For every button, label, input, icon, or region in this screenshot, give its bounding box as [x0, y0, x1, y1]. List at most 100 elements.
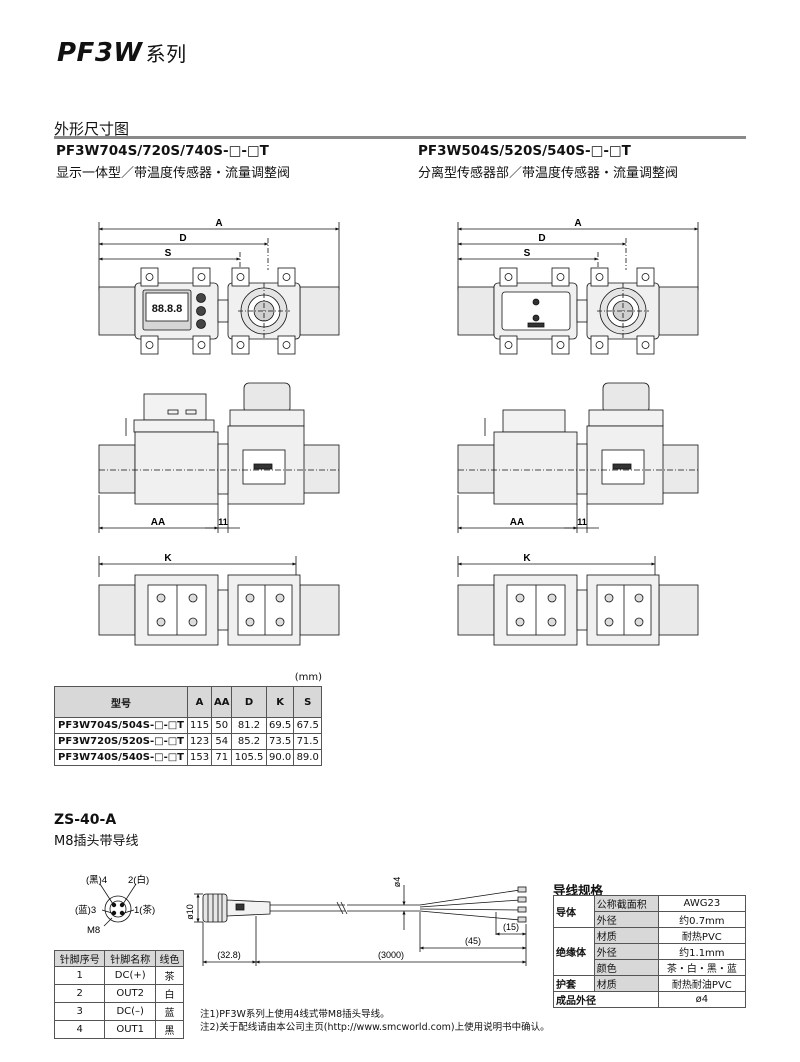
m8-label: M8 [87, 925, 100, 936]
cell-D: 81.2 [231, 717, 267, 734]
table-row: 外径 约0.7mm [554, 911, 747, 928]
cell-AA: 50 [211, 717, 233, 734]
table-row: 2 OUT2 白 [53, 984, 185, 1003]
dim-32-8: (32.8) [217, 950, 241, 960]
cell-pin-no: 1 [53, 966, 106, 985]
cell-pin-no: 4 [53, 1020, 106, 1039]
right-front-view [457, 382, 699, 533]
cell-pin-name: OUT2 [104, 984, 156, 1003]
cell-K: 73.5 [265, 733, 295, 750]
note-1: 注1)PF3W系列上使用4线式带M8插头导线。 [200, 1009, 390, 1020]
attr-conductor-od: 外径 [593, 911, 659, 928]
cell-S: 89.0 [293, 749, 322, 766]
left-dim-S: S [165, 248, 172, 259]
right-dim-AA: AA [510, 517, 524, 528]
col-D: D [231, 686, 267, 718]
group-conductor: 导体 [553, 895, 595, 928]
left-dim-11: 11 [218, 517, 228, 527]
spec-table: 导体 公称截面积 AWG23 外径 约0.7mm 绝缘体 材质 耐热PVC 外径… [553, 895, 747, 1008]
cell-pin-name: DC(–) [104, 1002, 156, 1021]
table-row: 4 OUT1 黑 [53, 1020, 185, 1039]
cell-D: 85.2 [231, 733, 267, 750]
val-color: 茶・白・黑・蓝 [657, 959, 747, 976]
cell-AA: 54 [211, 733, 233, 750]
cell-wire-color: 白 [154, 984, 185, 1003]
val-sheath-material: 耐热耐油PVC [657, 975, 747, 992]
right-dim-A: A [574, 218, 581, 229]
pin-table-header: 针脚序号 针脚名称 线色 [53, 950, 185, 967]
cell-K: 69.5 [265, 717, 295, 734]
cell-D: 105.5 [231, 749, 267, 766]
right-dim-11: 11 [577, 517, 587, 527]
cell-S: 71.5 [293, 733, 322, 750]
attr-color: 颜色 [593, 959, 659, 976]
series-code: PF3W [57, 38, 143, 68]
left-dim-K: K [164, 553, 172, 564]
cell-A: 115 [186, 717, 213, 734]
note-2: 注2)关于配线请由本公司主页(http://www.smcworld.com)上… [200, 1022, 550, 1033]
cell-S: 67.5 [293, 717, 322, 734]
attr-insulator-material: 材质 [593, 927, 659, 944]
left-bottom-view [98, 556, 340, 646]
table-row: 导体 公称截面积 AWG23 [553, 895, 747, 928]
left-dim-digits: 88.8.8 [152, 303, 183, 315]
right-model-title: PF3W504S/520S/540S-□-□T [418, 143, 631, 159]
pin3-label: (蓝)3 [75, 904, 96, 916]
series-suffix: 系列 [145, 42, 187, 66]
table-row: PF3W704S/504S-□-□T 115 50 81.2 69.5 67.5 [54, 717, 322, 734]
pin1-label: 1(茶) [134, 904, 155, 916]
val-insulator-material: 耐热PVC [657, 927, 747, 944]
zs-title: ZS-40-A [54, 812, 117, 828]
col-model: 型号 [54, 686, 188, 718]
left-front-view [98, 382, 340, 533]
section-title: 外形尺寸图 [54, 120, 130, 138]
val-conductor-od: 约0.7mm [657, 911, 747, 928]
table-row: 绝缘体 材质 耐热PVC [553, 927, 747, 976]
group-insulator: 绝缘体 [553, 927, 595, 976]
col-K: K [265, 686, 295, 718]
left-model-title: PF3W704S/720S/740S-□-□T [56, 143, 269, 159]
right-dim-D: D [538, 233, 545, 244]
cell-pin-name: OUT1 [104, 1020, 156, 1039]
cell-wire-color: 蓝 [154, 1002, 185, 1021]
cell-wire-color: 茶 [154, 966, 185, 985]
dim-15: (15) [503, 922, 519, 932]
cable-drawing: (黑)4 2(白) (蓝)3 1(茶) M8 ø10 ø4 (32.8) (3 [75, 874, 527, 966]
cell-AA: 71 [211, 749, 233, 766]
cable-side-view [194, 885, 527, 966]
table-row: PF3W720S/520S-□-□T 123 54 85.2 73.5 71.5 [54, 733, 322, 750]
val-outer-dia: ø4 [657, 991, 747, 1008]
table-row: 颜色 茶・白・黑・蓝 [554, 959, 747, 976]
left-top-view [98, 222, 340, 355]
table-row: 成品外径 ø4 [553, 991, 747, 1008]
pin-table: 针脚序号 针脚名称 线色 1 DC(+) 茶 2 OUT2 白 3 DC(–) … [53, 950, 185, 1039]
left-dim-D: D [179, 233, 186, 244]
col-AA: AA [211, 686, 233, 718]
col-S: S [293, 686, 322, 718]
group-sheath: 护套 [553, 975, 595, 992]
right-model-subtitle: 分离型传感器部／带温度传感器・流量调整阀 [418, 166, 679, 181]
spec-title: 导线规格 [553, 883, 604, 898]
right-bottom-view [457, 556, 699, 646]
col-A: A [186, 686, 213, 718]
cell-model: PF3W720S/520S-□-□T [54, 733, 188, 750]
section-divider [54, 136, 746, 139]
cell-A: 123 [186, 733, 213, 750]
dimension-table-header: 型号 A AA D K S [54, 686, 322, 718]
left-dim-AA: AA [151, 517, 165, 528]
cell-wire-color: 黑 [154, 1020, 185, 1039]
val-area: AWG23 [657, 895, 747, 912]
table-row: 1 DC(+) 茶 [53, 966, 185, 985]
dim-45: (45) [465, 936, 481, 946]
cell-model: PF3W740S/540S-□-□T [54, 749, 188, 766]
group-outer-dia: 成品外径 [553, 991, 659, 1008]
val-insulator-od: 约1.1mm [657, 943, 747, 960]
table-unit: (mm) [294, 672, 322, 683]
dimension-table-wrap: (mm) 型号 A AA D K S PF3W704S/504S-□-□T 11… [54, 672, 322, 766]
dimension-drawings: 88.8.8 A D S AA 11 [98, 218, 699, 646]
table-row: 外径 约1.1mm [554, 943, 747, 960]
pin2-label: 2(白) [128, 874, 149, 886]
right-top-view [457, 222, 699, 355]
left-dim-A: A [215, 218, 222, 229]
